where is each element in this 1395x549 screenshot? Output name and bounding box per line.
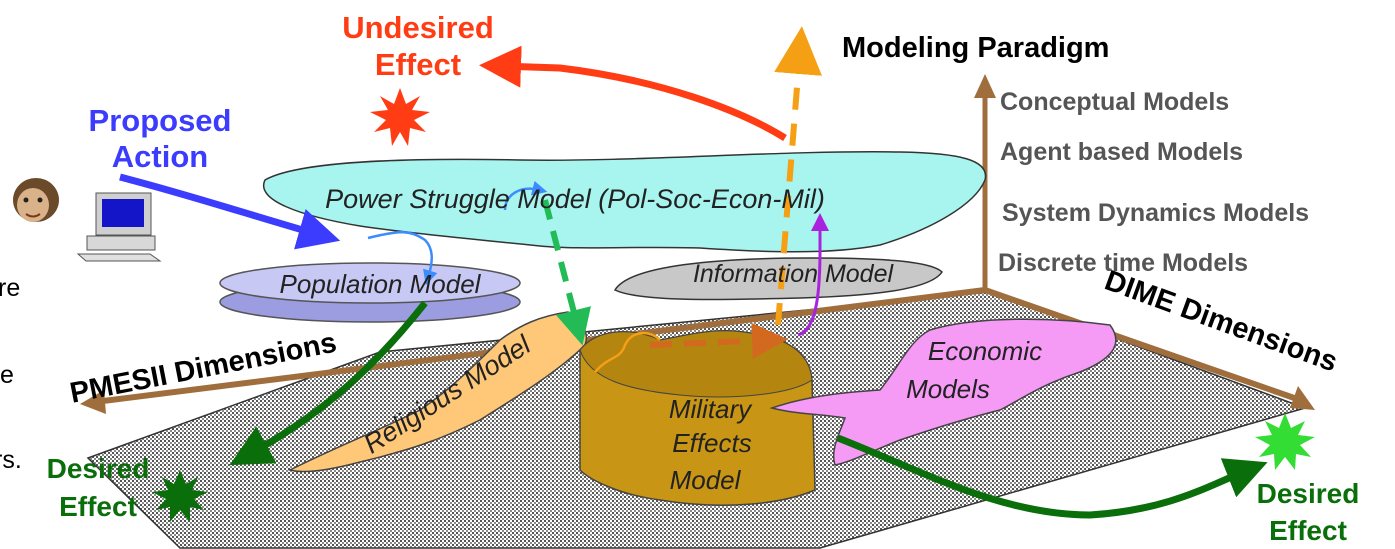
desired-effect-right-arrow	[836, 434, 1268, 519]
person-head-icon	[13, 178, 59, 222]
desired-effect-left-label-line2: Effect	[59, 491, 137, 522]
military-squiggle-arrow	[594, 331, 661, 373]
desired-effect-left-burst-icon	[152, 470, 208, 522]
undesired-effect-label-line2: Effect	[375, 47, 461, 82]
population-model-label: Population Model	[280, 269, 482, 299]
population-to-power-arrow	[367, 231, 438, 286]
paradigm-axis-arrowhead	[974, 74, 996, 98]
computer-icon	[76, 192, 162, 262]
desired-effect-left-label-line1: Desired	[47, 453, 150, 484]
power-struggle-model-shape	[262, 151, 987, 253]
information-model-shape	[613, 257, 943, 301]
dime-axis-arrowhead	[1290, 386, 1315, 410]
power-struggle-model-label: Power Struggle Model (Pol-Soc-Econ-Mil)	[325, 184, 825, 214]
undesired-effect-arrow	[479, 45, 787, 141]
military-model-label-line3: Model	[670, 465, 742, 495]
desired-effect-left-arrow	[229, 300, 428, 466]
desired-effect-right-label-line2: Effect	[1269, 515, 1347, 546]
dime-axis	[984, 287, 1301, 403]
economic-model-shape	[769, 318, 1117, 466]
power-internal-arrow	[503, 180, 548, 211]
paradigm-agent-based-models: Agent based Models	[1000, 138, 1243, 166]
paradigm-system-dynamics-models: System Dynamics Models	[1002, 199, 1309, 227]
proposed-action-label-line2: Action	[112, 139, 208, 174]
cutoff-text-rs: rs.	[0, 446, 22, 474]
power-to-military-dashed-arrow	[542, 199, 591, 346]
military-model-label-line2: Effects	[672, 428, 751, 458]
information-model-label: Information Model	[693, 260, 895, 288]
desired-effect-right-label-line1: Desired	[1257, 478, 1360, 509]
cutoff-text-re: re	[0, 274, 20, 302]
pmesii-axis-arrowhead	[80, 390, 106, 414]
modeling-paradigm-dashed-arrow	[774, 26, 823, 326]
paradigm-discrete-time-models: Discrete time Models	[998, 249, 1248, 277]
modeling-paradigm-title: Modeling Paradigm	[842, 32, 1109, 64]
economic-model-label-line1: Economic	[928, 336, 1042, 366]
proposed-action-label-line1: Proposed	[89, 103, 232, 138]
cutoff-text-e: e	[0, 361, 14, 389]
military-model-label-line1: Military	[669, 394, 753, 424]
undesired-effect-label-line1: Undesired	[342, 10, 494, 45]
desired-effect-right-burst-icon	[1255, 413, 1315, 470]
paradigm-conceptual-models: Conceptual Models	[1000, 88, 1229, 116]
military-to-economic-dashed-arrow	[649, 322, 788, 359]
undesired-effect-burst-icon	[370, 88, 430, 146]
proposed-action-arrow	[119, 173, 341, 250]
information-to-power-arrow	[797, 213, 829, 337]
population-model-top	[219, 262, 521, 304]
economic-model-label-line2: Models	[906, 374, 990, 404]
